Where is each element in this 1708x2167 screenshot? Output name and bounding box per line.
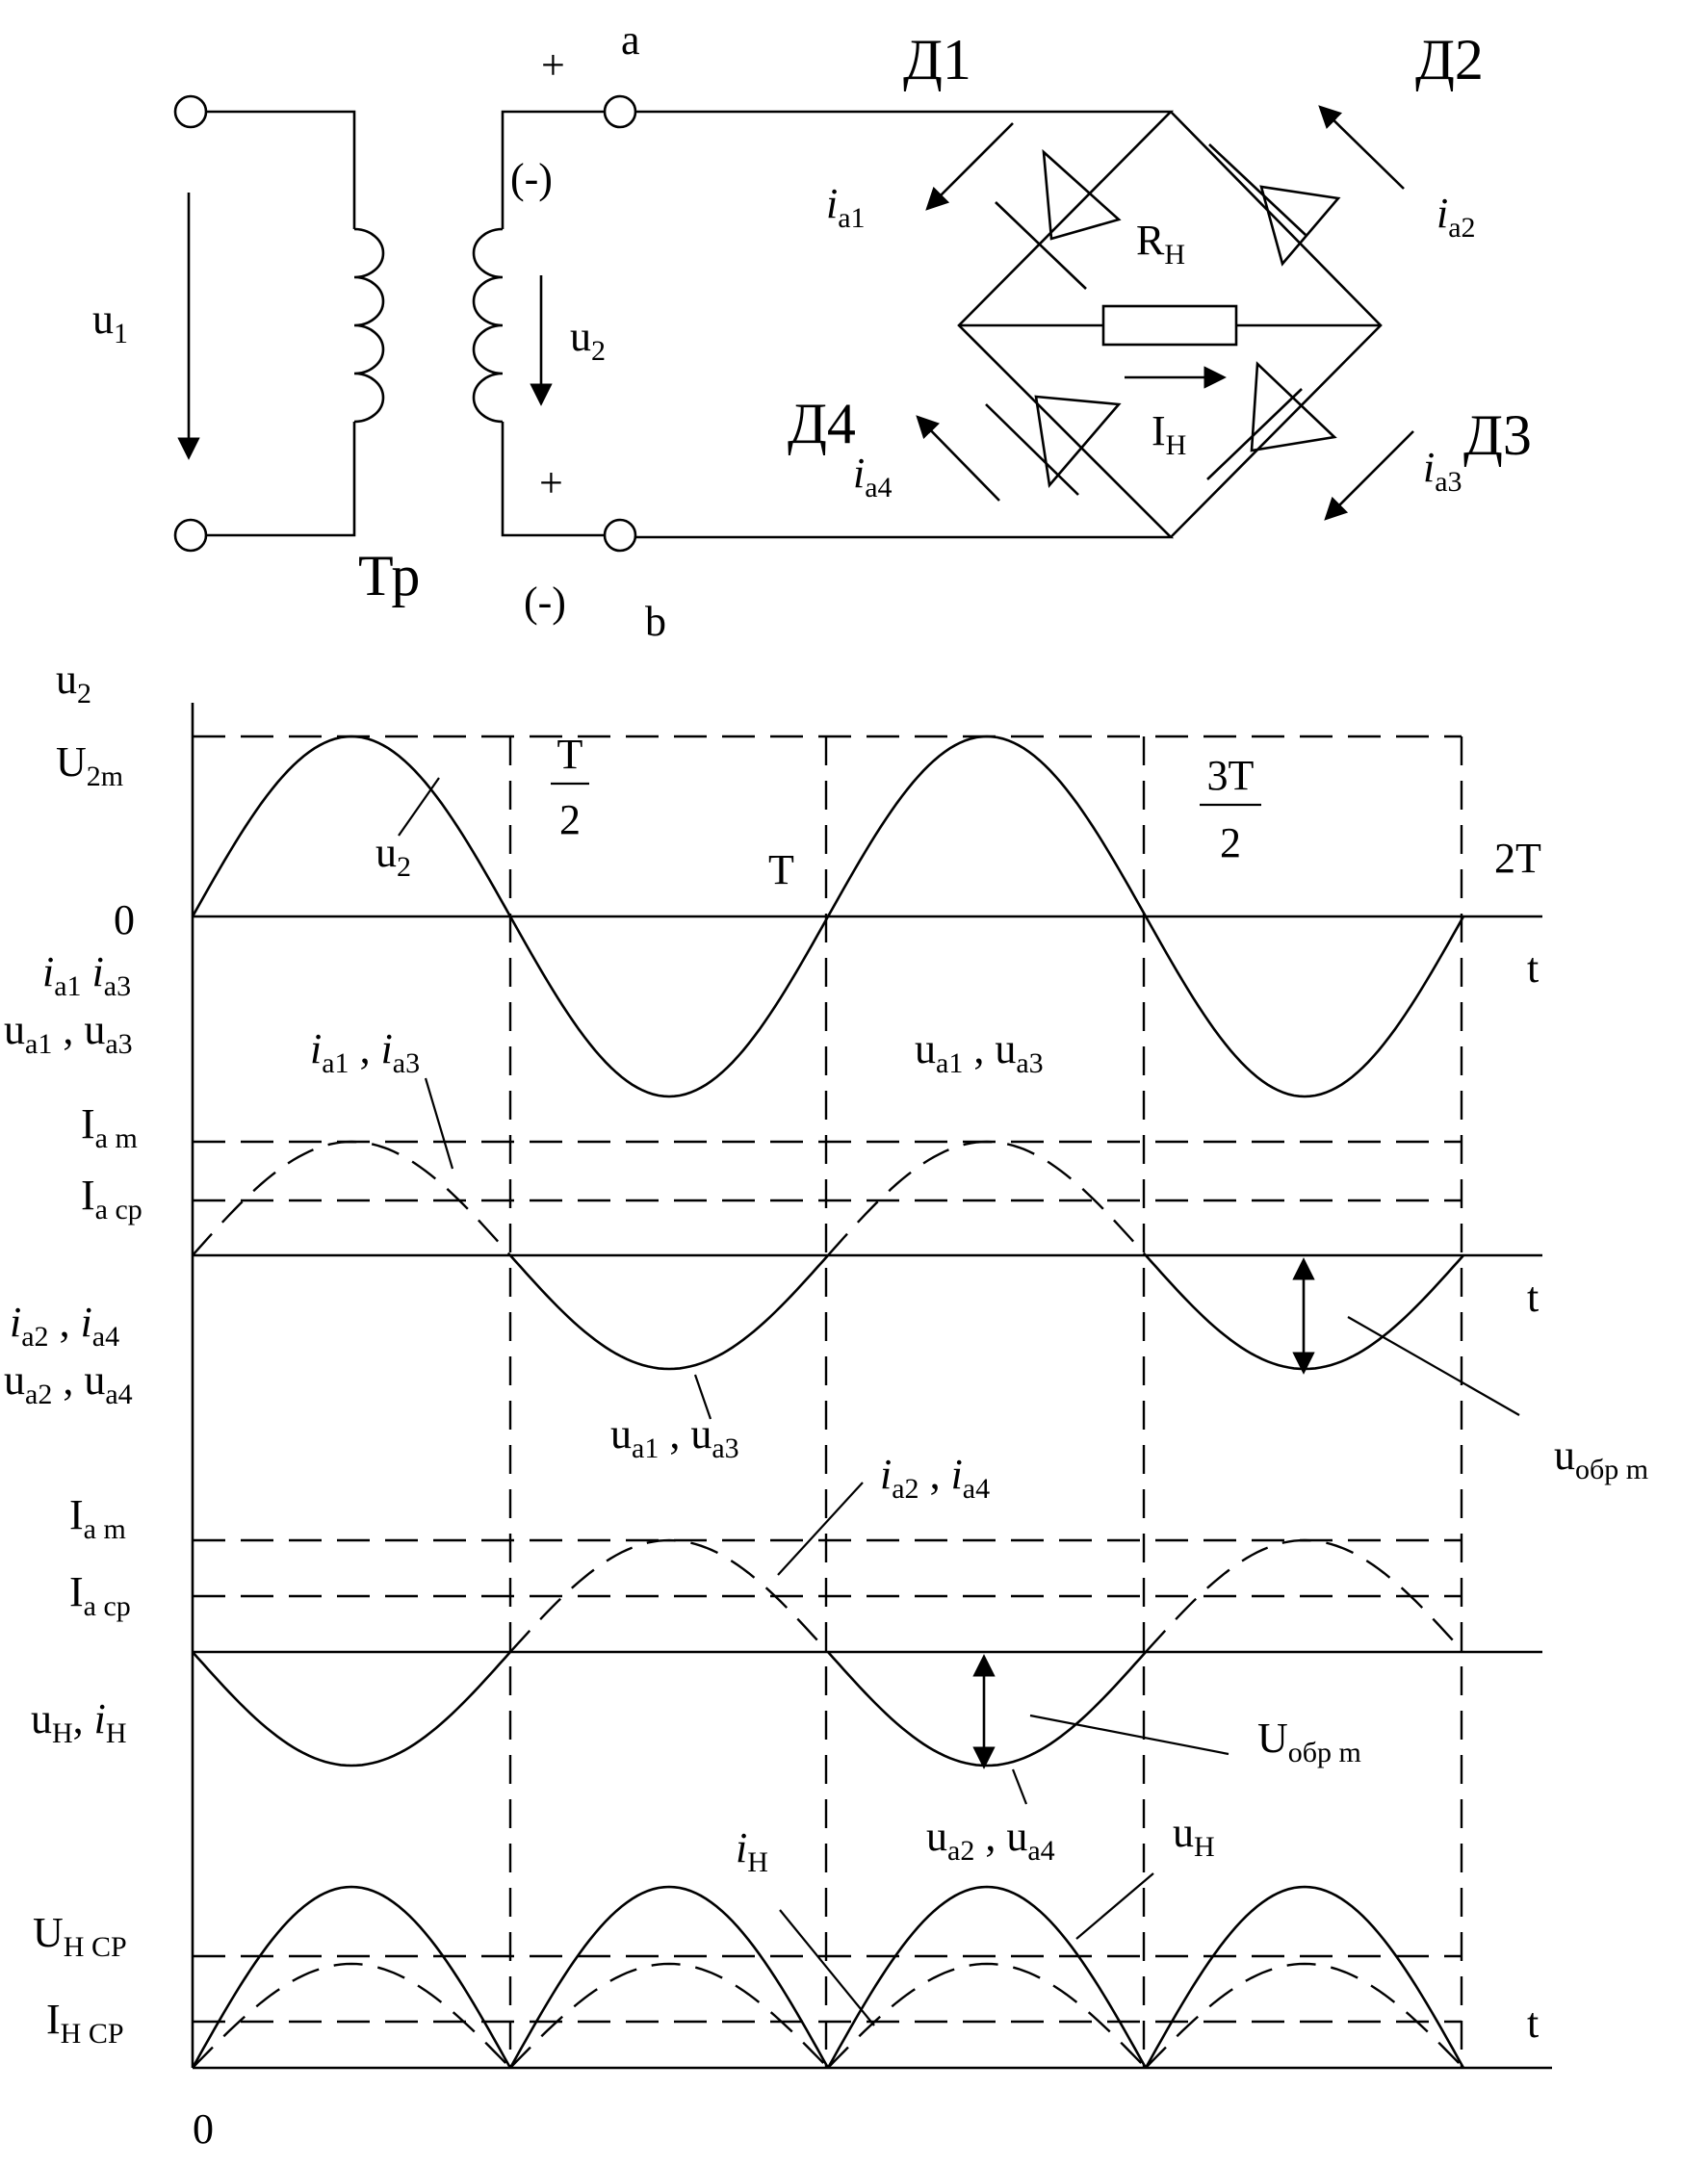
- plot2-reverse-leader: [1347, 1316, 1520, 1416]
- plot3-y-label-voltages: ua2 , ua4: [4, 1356, 133, 1410]
- load-current-label: IН: [1152, 407, 1186, 461]
- plot1-zero-label: 0: [114, 896, 135, 943]
- ia1-label: ia1: [826, 180, 866, 234]
- plot3-reverse-leader: [1029, 1714, 1229, 1756]
- plot2-voltage-label: ua1 , ua3: [915, 1025, 1044, 1079]
- plot2-neg-label: ua1 , ua3: [610, 1410, 739, 1464]
- diode-d2-label: Д2: [1415, 28, 1484, 91]
- primary-wire-bottom: [206, 422, 356, 537]
- plot2-current-leader: [424, 1077, 454, 1170]
- terminal-a: [603, 94, 637, 129]
- plot4-current-label: iН: [736, 1824, 768, 1878]
- diode-d1-label: Д1: [903, 28, 971, 91]
- period-label: T: [768, 846, 794, 893]
- diode-d1: [995, 148, 1122, 290]
- diode-d4-label: Д4: [788, 392, 856, 455]
- plus-bottom-label: +: [539, 459, 563, 506]
- plot4-current-leader: [779, 1909, 875, 2026]
- terminal-a-label: a: [621, 16, 640, 64]
- plot4-zero-label: 0: [193, 2105, 214, 2153]
- transformer-label: Тр: [358, 544, 420, 607]
- ua2-ua4-voltage-curve: [192, 1651, 1147, 1767]
- plot4-t-label: t: [1527, 1999, 1539, 2047]
- svg-text:3T: 3T: [1207, 752, 1255, 799]
- plot2-iacp-label: Ia ср: [81, 1172, 142, 1225]
- plot4-y-label: uН, iН: [31, 1695, 127, 1749]
- u2-leader: [398, 777, 440, 837]
- ia2-label: ia2: [1436, 190, 1476, 244]
- diode-d3: [1206, 361, 1337, 480]
- diode-d4: [985, 395, 1122, 496]
- plot2-current-label: ia1 , ia3: [310, 1025, 420, 1079]
- three-half-period-label: 3T 2: [1200, 752, 1261, 866]
- load-current-curve: [192, 1962, 1464, 2069]
- svg-text:T: T: [557, 731, 583, 778]
- ia4-arrow: [916, 415, 1000, 502]
- primary-wire-top: [206, 110, 356, 229]
- svg-text:2: 2: [559, 796, 581, 843]
- timing-diagrams: u2 U2m 0 u2 T 2 T 3T 2 2T t ia1 ia3 ua1 …: [4, 656, 1648, 2153]
- load-resistor-label: RН: [1136, 217, 1185, 271]
- ia1-ia3-current-curve: [192, 1140, 1147, 1256]
- ia1-arrow: [925, 122, 1014, 211]
- plot4-icp-label: IН СР: [46, 1996, 124, 2050]
- primary-terminal-top: [173, 94, 208, 129]
- ia2-arrow: [1318, 105, 1405, 190]
- plot3-current-leader: [777, 1482, 864, 1576]
- plot3-y-label-currents: ia2 , ia4: [10, 1299, 119, 1353]
- load-voltage-curve: [191, 1885, 1465, 2069]
- plot3-neg-leader: [1011, 1768, 1028, 1805]
- ua1-ua3-voltage-curve: [509, 1254, 1464, 1371]
- plot1-amplitude-label: U2m: [56, 738, 123, 792]
- diode-d2: [1208, 143, 1341, 267]
- secondary-winding: [472, 227, 504, 424]
- plot2-y-label-currents: ia1 ia3: [42, 948, 131, 1002]
- plot4-ucp-label: UН СР: [33, 1909, 127, 1963]
- plot3-iam-label: Ia m: [69, 1491, 126, 1545]
- plot3-current-label: ia2 , ia4: [880, 1451, 990, 1505]
- plot2-t-label: t: [1527, 1274, 1539, 1321]
- secondary-wire-bottom: [501, 422, 605, 537]
- plot1-curve-label: u2: [375, 829, 411, 883]
- plot3-neg-label: ua2 , ua4: [926, 1813, 1055, 1867]
- plot2-y-label-voltages: ua1 , ua3: [4, 1006, 133, 1060]
- plot4-voltage-label: uН: [1173, 1809, 1215, 1863]
- ia4-label: ia4: [853, 450, 893, 503]
- u2-label: u2: [570, 313, 606, 367]
- svg-text:2: 2: [1220, 819, 1241, 866]
- plot1-y-label: u2: [56, 656, 91, 709]
- u1-label: u1: [92, 296, 128, 349]
- ia3-label: ia3: [1423, 444, 1462, 498]
- terminal-b: [603, 518, 637, 553]
- secondary-wire-top: [501, 110, 605, 229]
- plot2-reverse-label: uобр m: [1554, 1432, 1648, 1485]
- load-resistor: [1101, 304, 1238, 347]
- plot3-iacp-label: Ia ср: [69, 1568, 131, 1622]
- primary-winding: [353, 227, 385, 424]
- ia2-ia4-current-curve: [509, 1538, 1464, 1653]
- plot2-neg-leader: [693, 1374, 712, 1420]
- plot1-t-label: t: [1527, 944, 1539, 992]
- plot2-iam-label: Ia m: [81, 1100, 138, 1154]
- terminal-b-label: b: [645, 598, 666, 645]
- two-period-label: 2T: [1494, 835, 1541, 882]
- diode-d3-label: Д3: [1463, 403, 1532, 467]
- primary-terminal-bottom: [173, 518, 208, 553]
- minus-top-label: (-): [510, 155, 553, 202]
- minus-bottom-label: (-): [524, 579, 566, 626]
- plot4-voltage-leader: [1075, 1872, 1154, 1940]
- half-period-label: T 2: [551, 731, 589, 843]
- u2-curve: [191, 735, 1465, 1098]
- plot3-reverse-label: Uобр m: [1257, 1715, 1361, 1768]
- circuit-schematic: u1 u2 Тр a b + (-) + (-) Д1 Д2 Д3 Д4 ia1…: [92, 16, 1532, 645]
- ia3-arrow: [1324, 430, 1414, 521]
- plus-top-label: +: [541, 41, 565, 89]
